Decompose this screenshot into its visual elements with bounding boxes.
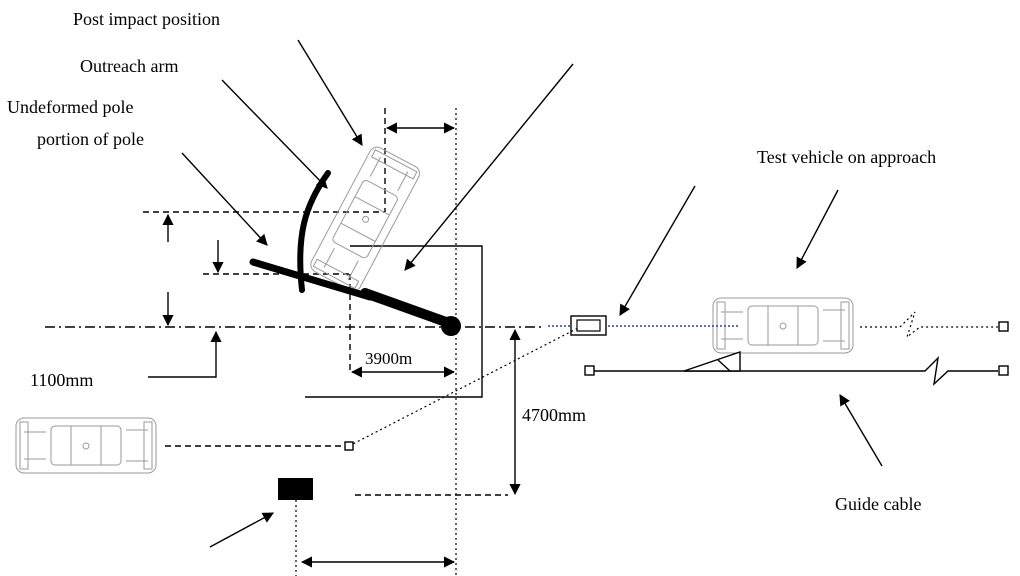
- label-dim-4700: 4700mm: [522, 405, 586, 425]
- anchor-left-cable: [584, 365, 595, 376]
- leader-undeformed-pole: [181, 152, 268, 246]
- leader-blank-top: [404, 63, 574, 271]
- pole-undeformed: [249, 258, 374, 301]
- leader-blank-bottom: [209, 512, 274, 548]
- camera-block: [278, 478, 313, 500]
- pole-base: [441, 316, 461, 336]
- cable-wedge-diagonal: [717, 359, 731, 372]
- leader-post-impact: [297, 39, 363, 146]
- impact-zone-outline: [305, 245, 483, 398]
- approach-path-continuation: [860, 311, 998, 339]
- cable-wedge: [683, 351, 741, 372]
- label-dim-1100: 1100mm: [30, 370, 93, 390]
- tow-vehicle: [15, 417, 157, 474]
- pole-base-section: [360, 288, 451, 327]
- leader-blank-right: [619, 185, 696, 316]
- release-device: [570, 315, 607, 336]
- guide-cable: [594, 355, 998, 386]
- tow-anchor: [344, 441, 354, 451]
- label-undeformed-line2: portion of pole: [37, 129, 144, 149]
- label-dim-3900: 3900m: [365, 349, 412, 368]
- post-impact-vehicle: [307, 143, 423, 295]
- anchor-right-cable: [998, 365, 1009, 376]
- label-post-impact: Post impact position: [73, 9, 220, 29]
- label-guide-cable: Guide cable: [835, 494, 921, 514]
- label-outreach-arm: Outreach arm: [80, 56, 178, 76]
- label-undeformed-line1: Undeformed pole: [7, 97, 133, 117]
- dim-1100-leader: [148, 330, 222, 378]
- leader-outreach-arm: [221, 79, 328, 189]
- release-device-inner: [576, 319, 601, 332]
- leader-test-vehicle: [796, 189, 839, 269]
- tow-line: [348, 327, 579, 447]
- leader-guide-cable: [839, 394, 883, 467]
- anchor-right-upper: [998, 321, 1009, 332]
- label-test-vehicle: Test vehicle on approach: [757, 147, 936, 167]
